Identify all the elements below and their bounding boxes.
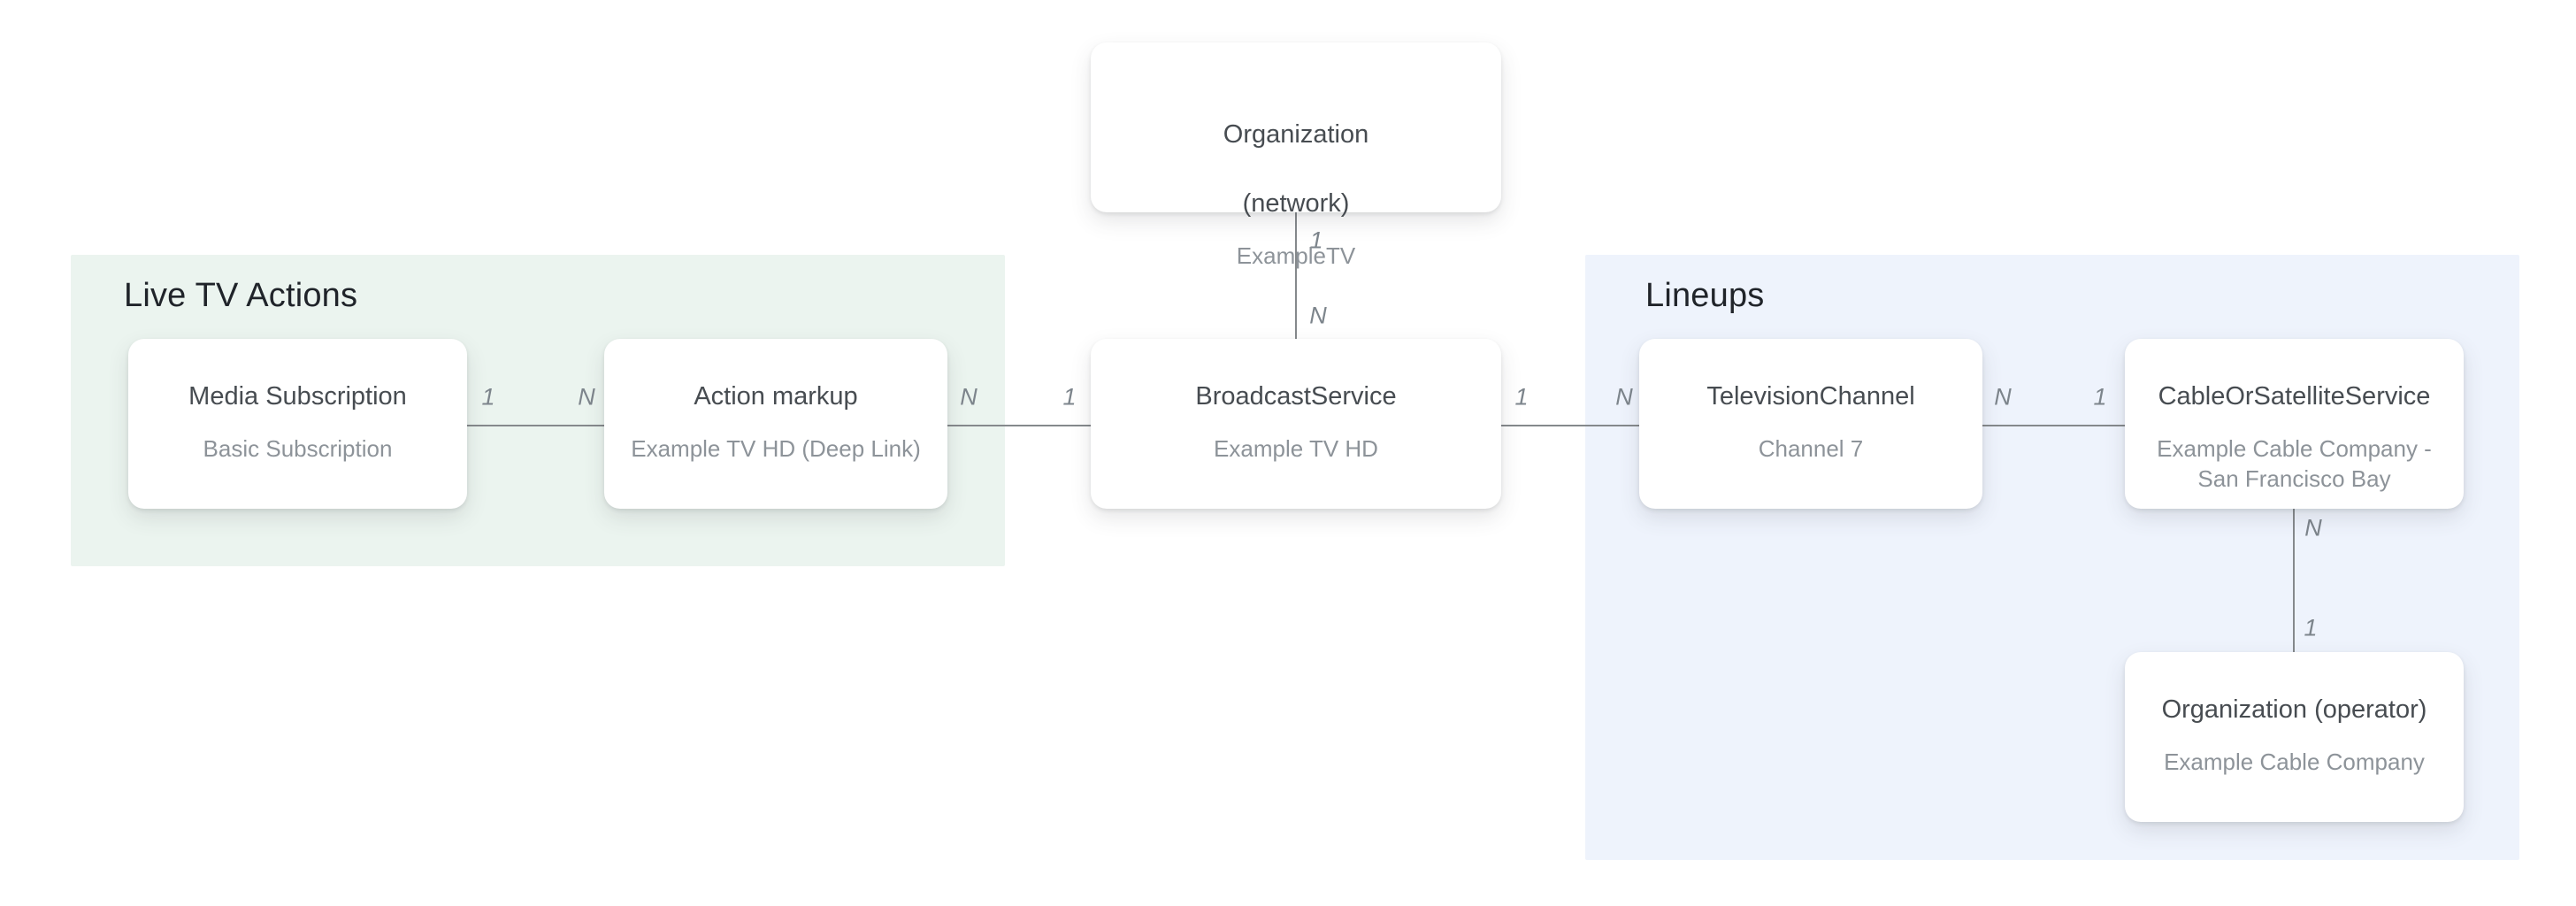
edge-televisionchannel-cable-line <box>1982 425 2125 426</box>
cardinality-action-broadcast-right: 1 <box>1062 383 1077 411</box>
node-title: BroadcastService <box>1195 382 1397 411</box>
node-subtitle: Example TV HD (Deep Link) <box>631 435 921 462</box>
cardinality-action-broadcast-left: N <box>960 383 978 411</box>
group-title-live-tv-actions: Live TV Actions <box>124 277 358 314</box>
cardinality-broadcast-tv-left: 1 <box>1514 383 1529 411</box>
node-subtitle: Example TV HD <box>1214 435 1378 462</box>
node-television-channel: TelevisionChannel Channel 7 <box>1639 339 1982 509</box>
node-subtitle: Example Cable Company <box>2164 749 2425 775</box>
node-subtitle: Basic Subscription <box>203 435 393 462</box>
cardinality-tv-cable-right: 1 <box>2093 383 2107 411</box>
cardinality-network-broadcast-top: 1 <box>1309 226 1323 254</box>
node-title: CableOrSatelliteService <box>2158 382 2431 411</box>
node-organization-operator: Organization (operator) Example Cable Co… <box>2125 652 2464 822</box>
node-title: Media Subscription <box>188 382 407 411</box>
edge-media-action-line <box>467 425 604 426</box>
node-title: Action markup <box>694 382 858 411</box>
cardinality-media-action-right: N <box>578 383 595 411</box>
node-title: Organization (operator) <box>2161 695 2427 724</box>
node-media-subscription: Media Subscription Basic Subscription <box>128 339 467 509</box>
node-title: TelevisionChannel <box>1706 382 1915 411</box>
cardinality-cable-operator-top: N <box>2304 514 2322 541</box>
node-broadcast-service: BroadcastService Example TV HD <box>1091 339 1501 509</box>
group-title-lineups: Lineups <box>1645 277 1765 314</box>
edge-action-broadcast-line <box>947 425 1091 426</box>
cardinality-tv-cable-left: N <box>1994 383 2012 411</box>
node-subtitle: ExampleTV <box>1236 242 1356 269</box>
edge-broadcast-televisionchannel-line <box>1501 425 1639 426</box>
cardinality-media-action-left: 1 <box>481 383 495 411</box>
node-subtitle: Channel 7 <box>1758 435 1864 462</box>
node-action-markup: Action markup Example TV HD (Deep Link) <box>604 339 947 509</box>
edge-network-broadcast-line <box>1295 212 1297 339</box>
node-title-line2: (network) <box>1242 189 1350 218</box>
cardinality-cable-operator-bottom: 1 <box>2304 614 2318 641</box>
cardinality-broadcast-tv-right: N <box>1615 383 1633 411</box>
node-cable-or-satellite-service: CableOrSatelliteService Example Cable Co… <box>2125 339 2464 509</box>
edge-cable-operator-line <box>2293 509 2295 652</box>
node-title-line1: Organization <box>1223 120 1369 149</box>
node-subtitle: Example Cable Company - San Francisco Ba… <box>2157 435 2432 492</box>
node-title: Organization (network) <box>1223 83 1368 221</box>
node-organization-network: Organization (network) ExampleTV <box>1091 42 1501 269</box>
cardinality-network-broadcast-bottom: N <box>1309 302 1327 329</box>
